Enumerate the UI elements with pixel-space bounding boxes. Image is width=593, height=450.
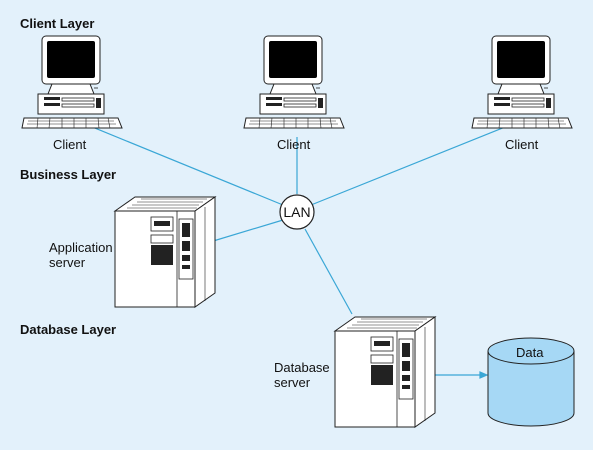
lan-hub [279,194,315,230]
client-center-label: Client [277,137,311,152]
app-server-label-line2: server [49,255,86,270]
data-label: Data [516,345,544,360]
db-server-label-line2: server [274,375,311,390]
lan-label: LAN [283,204,311,220]
database-server [334,316,436,428]
business-layer-heading: Business Layer [20,167,117,182]
client-layer-heading: Client Layer [20,16,95,31]
application-server [114,196,216,308]
link-lan-client-right [310,122,516,206]
link-lan-db-server [304,228,353,315]
link-lan-client-left [84,123,284,206]
database-layer-heading: Database Layer [20,322,117,337]
client-left-label: Client [53,137,87,152]
client-computer-center [243,35,345,129]
data-store-cylinder [487,337,575,427]
db-server-label-line1: Database [274,360,330,375]
client-computer-right [471,35,573,129]
app-server-label-line1: Application [49,240,113,255]
network-links [84,122,516,315]
client-right-label: Client [505,137,539,152]
client-computer-left [21,35,123,129]
